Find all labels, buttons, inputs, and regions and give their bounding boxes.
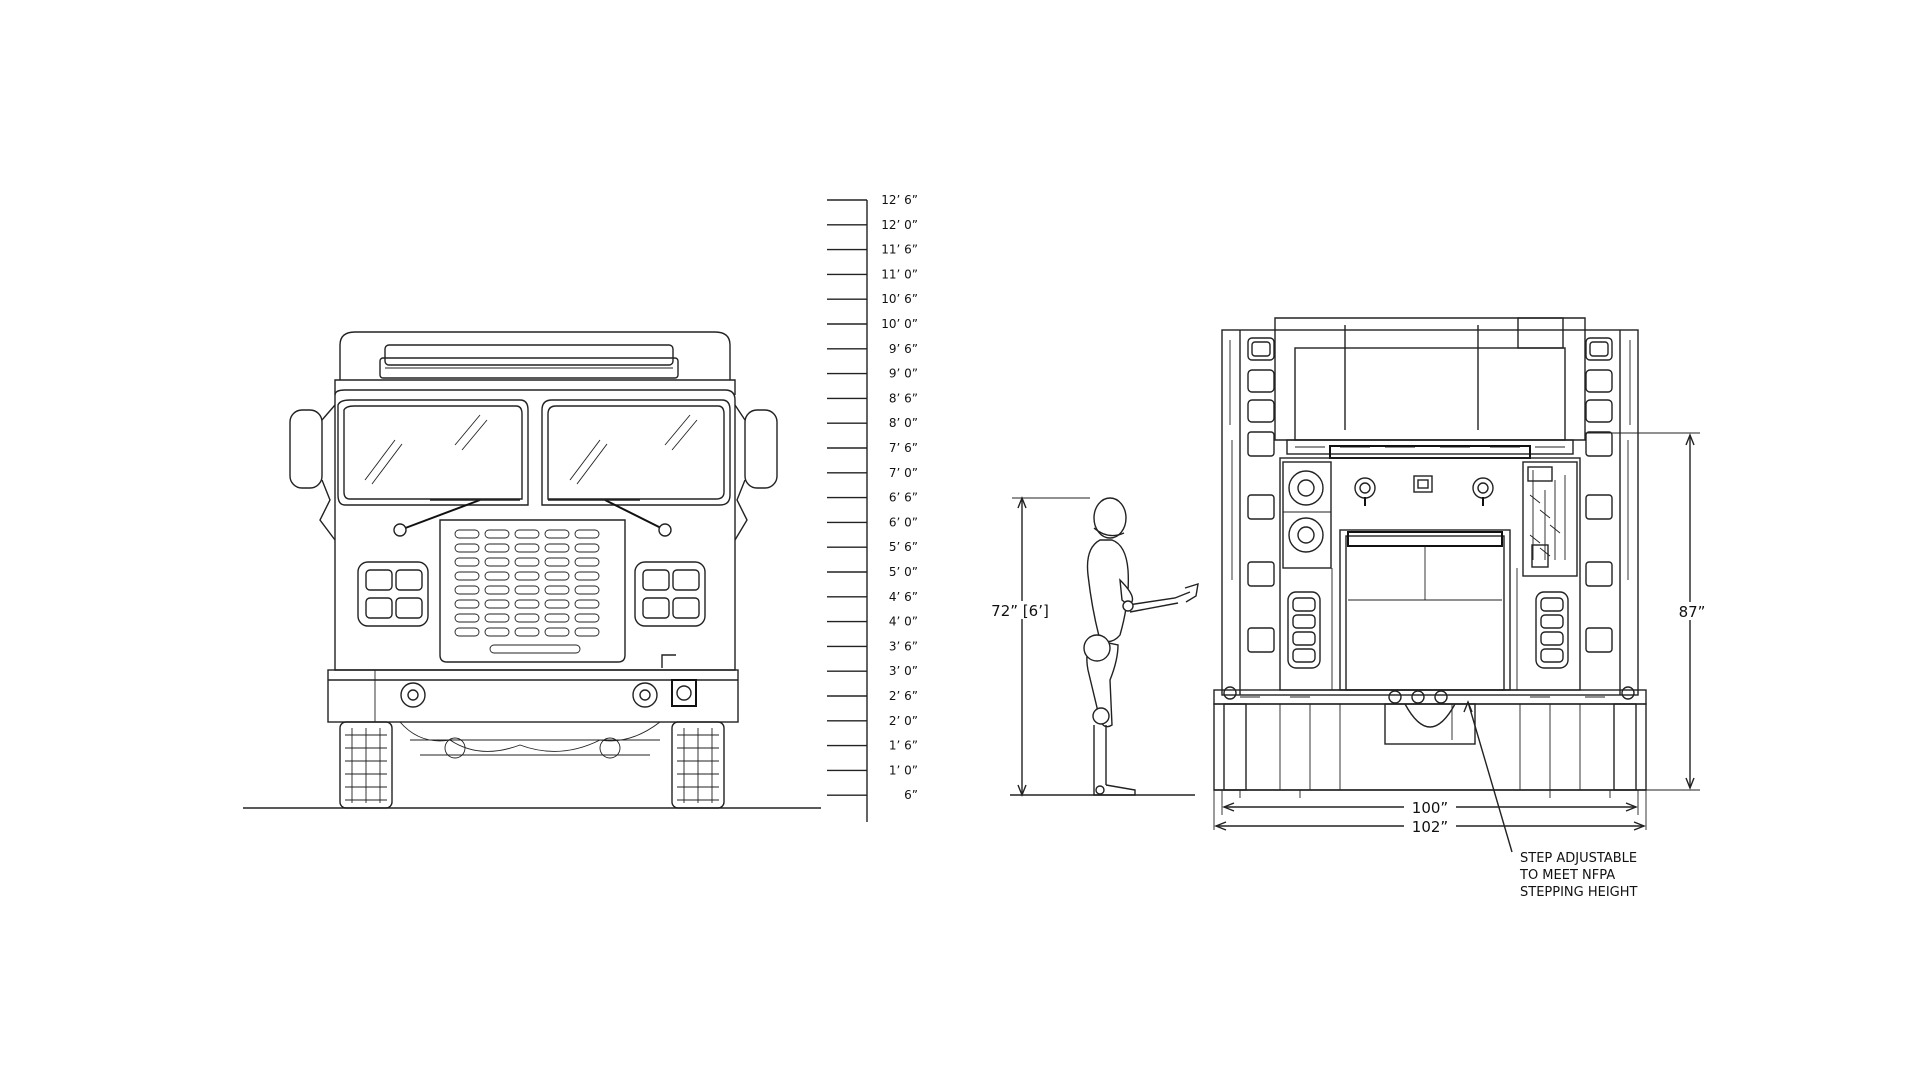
scale-tick-label: 3’ 6” (889, 639, 918, 653)
scale-tick-label: 12’ 0” (881, 218, 918, 232)
scale-tick-label: 4’ 0” (889, 615, 918, 629)
scale-tick-label: 5’ 6” (889, 540, 918, 554)
person-figure (1083, 497, 1199, 796)
scale-tick-label: 6’ 6” (889, 491, 918, 505)
grille-slots (454, 529, 600, 654)
scale-tick-label: 2’ 0” (889, 714, 918, 728)
step-note-line-3: STEPPING HEIGHT (1520, 885, 1638, 900)
inner-width-label: 100” (1412, 799, 1448, 817)
scale-tick-label: 1’ 0” (889, 763, 918, 777)
truck-rear-view (1213, 317, 1647, 798)
step-note-line-1: STEP ADJUSTABLE (1520, 851, 1637, 866)
scale-tick-label: 7’ 0” (889, 466, 918, 480)
right-tire (671, 721, 725, 809)
person-height-label: 72” [6’] (991, 602, 1049, 620)
scale-tick-label: 3’ 0” (889, 664, 918, 678)
right-side-markers (1585, 337, 1613, 653)
scale-tick-label: 1’ 6” (889, 739, 918, 753)
truck-front-view (289, 331, 778, 809)
scale-tick-label: 6’ 0” (889, 515, 918, 529)
scale-tick-label: 11’ 6” (881, 243, 918, 257)
scale-tick-label: 9’ 0” (889, 367, 918, 381)
scale-tick-label: 10’ 6” (881, 292, 918, 306)
scale-tick-label: 5’ 0” (889, 565, 918, 579)
step-note-leader (1463, 700, 1513, 853)
scale-tick-label: 7’ 6” (889, 441, 918, 455)
scale-tick-label: 4’ 6” (889, 590, 918, 604)
body-height-dimension (1585, 432, 1712, 791)
height-scale: 12’ 6” 12’ 0” 11’ 6” 11’ 0” 10’ 6” 10’ 0” 9’ 6… (827, 193, 918, 822)
scale-tick-label: 2’ 6” (889, 689, 918, 703)
person-height-dimension (980, 496, 1090, 797)
body-height-label: 87” (1679, 603, 1706, 621)
scale-tick-label: 8’ 0” (889, 416, 918, 430)
scale-tick-label: 9’ 6” (889, 342, 918, 356)
scale-tick-label: 10’ 0” (881, 317, 918, 331)
scale-tick-label: 8’ 6” (889, 391, 918, 405)
scale-tick-label: 11’ 0” (881, 267, 918, 281)
scale-tick-label: 12’ 6” (881, 193, 918, 207)
width-dimensions (1213, 790, 1647, 835)
scale-tick-label: 6” (904, 788, 918, 802)
left-side-markers (1247, 337, 1275, 653)
step-note-line-2: TO MEET NFPA (1519, 868, 1615, 883)
outer-width-label: 102” (1412, 818, 1448, 836)
left-tire (339, 721, 393, 809)
